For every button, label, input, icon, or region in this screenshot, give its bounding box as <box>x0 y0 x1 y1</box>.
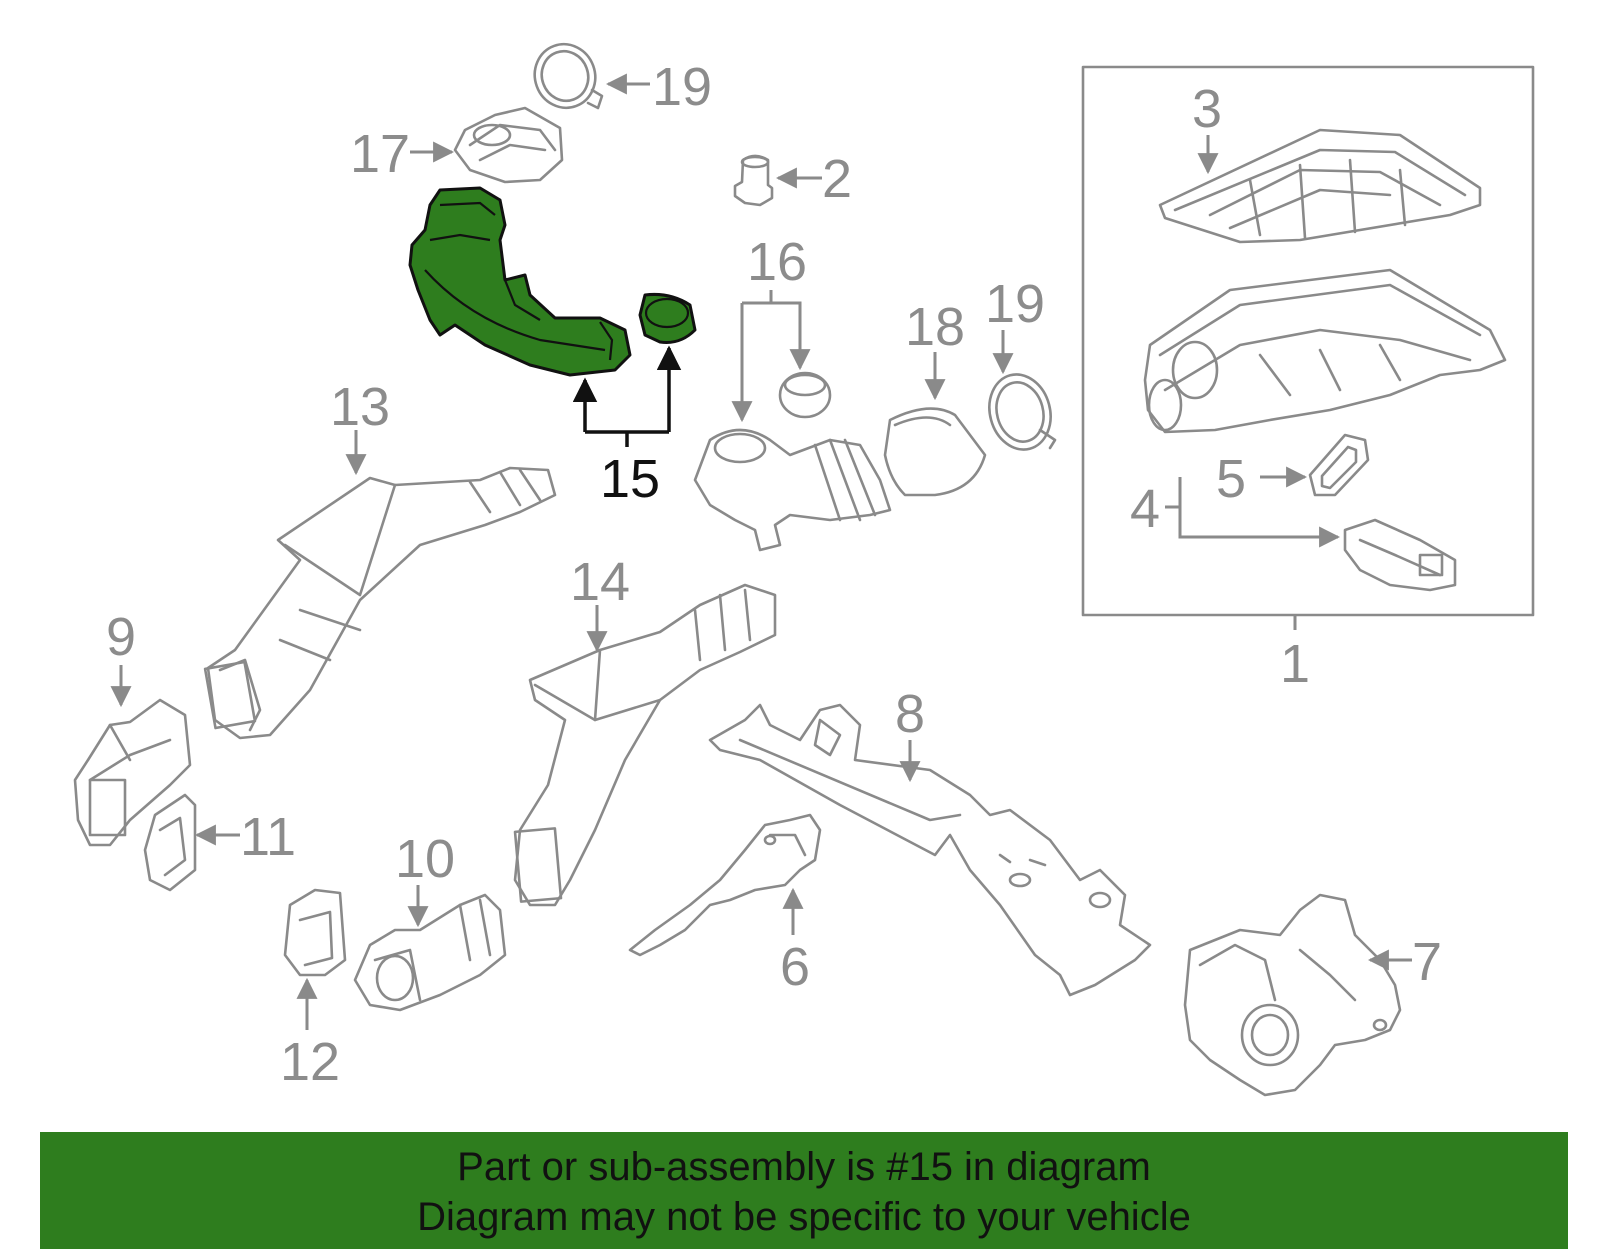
air-duct-14 <box>513 583 777 907</box>
resonator <box>453 106 564 184</box>
air-cleaner-cover <box>1158 128 1482 244</box>
mass-air-flow-sensor <box>1343 518 1457 592</box>
callout-15: 15 <box>600 449 660 509</box>
info-banner: Part or sub-assembly is #15 in diagram D… <box>40 1132 1568 1249</box>
callout-2: 2 <box>822 149 852 209</box>
vent-bracket-11 <box>143 793 197 892</box>
callout-7: 7 <box>1412 932 1442 992</box>
banner-line-2: Diagram may not be specific to your vehi… <box>417 1195 1191 1239</box>
reinforcement-bracket-8 <box>708 703 1152 997</box>
hose-clamp-lower <box>988 373 1057 451</box>
air-duct-outlet-10 <box>353 893 507 1012</box>
callout-9: 9 <box>106 607 136 667</box>
callout-17: 17 <box>350 124 410 184</box>
callout-13: 13 <box>330 377 390 437</box>
intake-boot <box>883 407 987 497</box>
air-intake-duct-highlighted <box>408 186 697 377</box>
callout-12: 12 <box>280 1032 340 1092</box>
callout-3: 3 <box>1192 79 1222 139</box>
callout-5: 5 <box>1216 449 1246 509</box>
callout-16: 16 <box>747 232 807 292</box>
callout-18: 18 <box>905 297 965 357</box>
callout-1: 1 <box>1280 634 1310 694</box>
callout-11: 11 <box>240 807 296 867</box>
assembly-box <box>1081 65 1535 617</box>
gasket <box>1308 433 1370 497</box>
hose-clamp-upper <box>533 42 604 110</box>
bracket-6 <box>628 813 822 957</box>
callout-6: 6 <box>780 937 810 997</box>
callout-10: 10 <box>395 829 455 889</box>
vent-bracket-12 <box>283 888 347 977</box>
callout-4: 4 <box>1130 479 1160 539</box>
callout-14: 14 <box>570 552 630 612</box>
callout-19-top: 19 <box>652 57 712 117</box>
grommet <box>733 154 774 207</box>
air-cleaner-housing <box>1143 268 1507 434</box>
callout-8: 8 <box>895 684 925 744</box>
callout-19-right: 19 <box>985 274 1045 334</box>
air-duct-13 <box>203 466 557 740</box>
heat-shield-7 <box>1183 893 1402 1097</box>
air-duct-outlet-9 <box>73 698 192 847</box>
intake-elbow <box>693 371 892 552</box>
banner-line-1: Part or sub-assembly is #15 in diagram <box>457 1145 1151 1189</box>
